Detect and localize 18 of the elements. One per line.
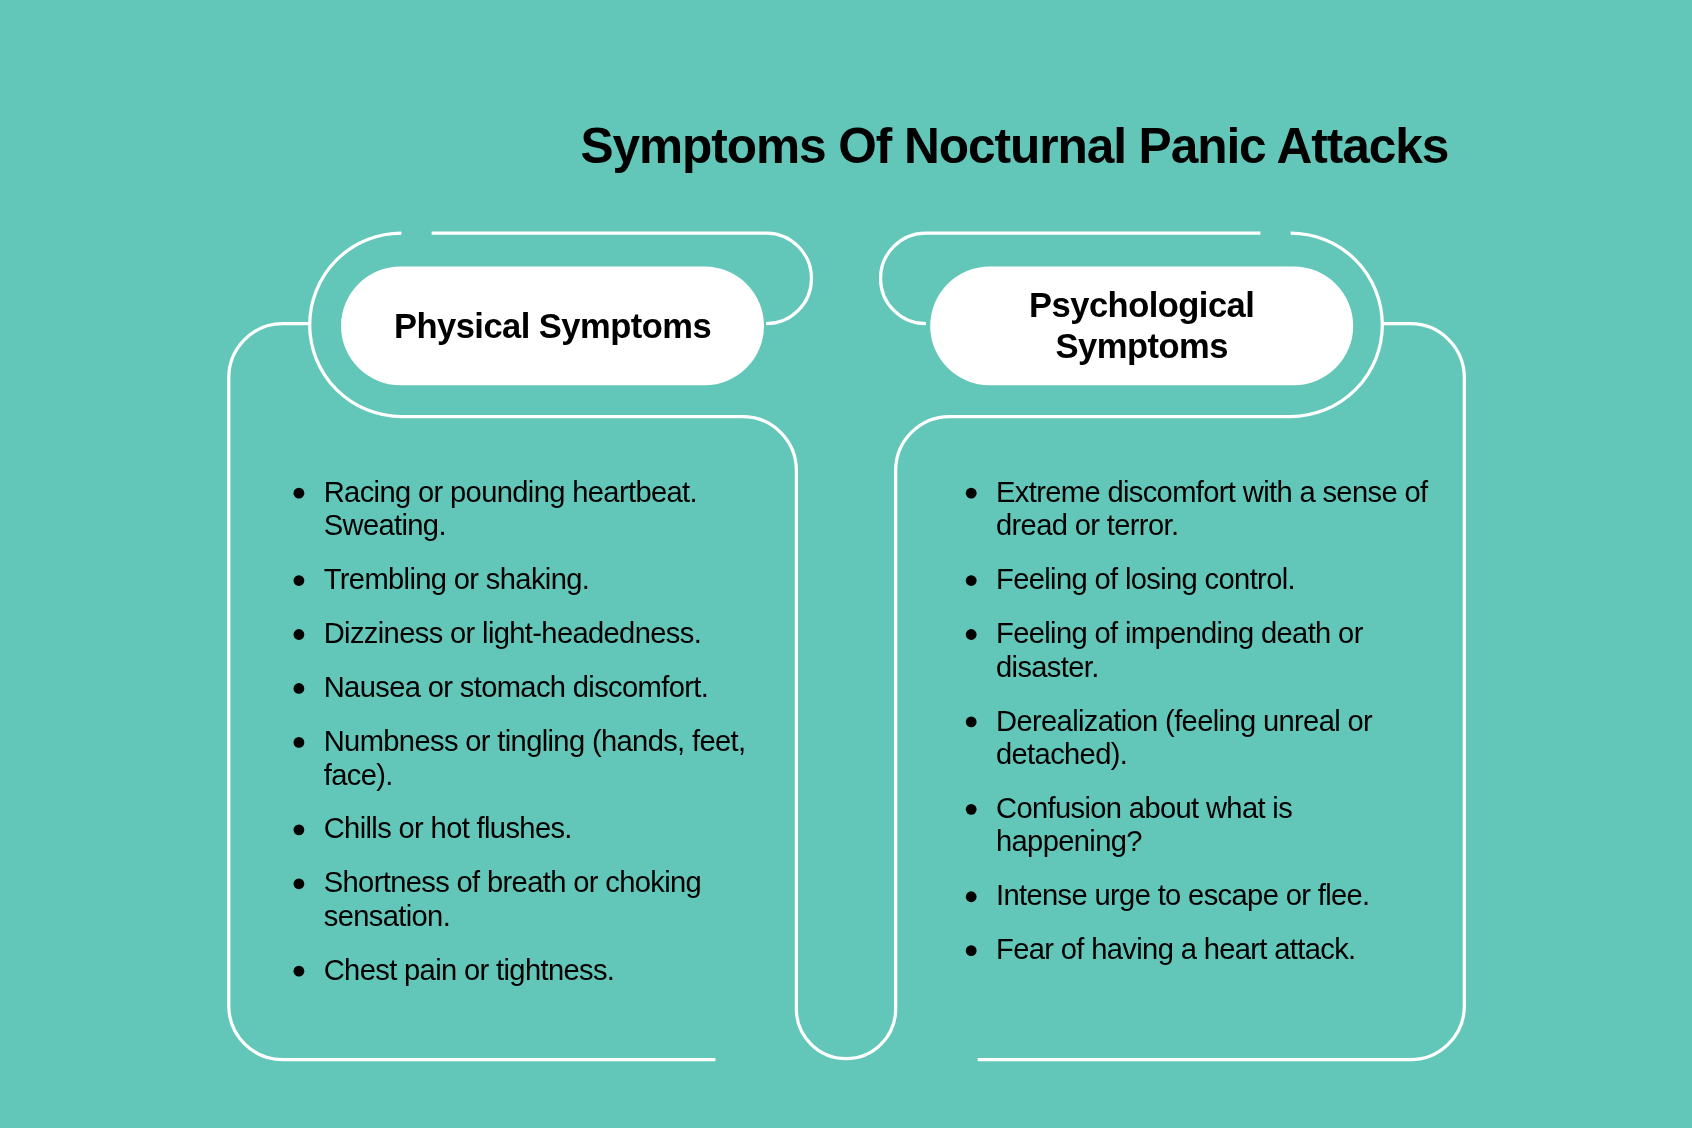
symptom-text: Fear of having a heart attack. <box>996 933 1357 967</box>
symptom-text: Racing or pounding heartbeat. Sweating. <box>323 475 698 543</box>
symptom-text: Dizziness or light-headedness. <box>323 617 703 651</box>
title: Symptoms Of Nocturnal Panic Attacks <box>579 116 1450 175</box>
symptom-text: Trembling or shaking. <box>323 563 591 597</box>
symptom-text: Feeling of impending death or disaster. <box>996 617 1364 685</box>
symptom-text: Confusion about what is happening? <box>996 792 1294 859</box>
symptom-text: Extreme discomfort with a sense of dread or terror. <box>996 475 1428 543</box>
symptom-text: Feeling of losing control. <box>996 563 1296 597</box>
symptom-text: Shortness of breath or choking sensation. <box>323 866 703 934</box>
symptom-text: Intense urge to escape or flee. <box>996 879 1371 913</box>
heading-text: Physical Symptoms <box>392 305 713 347</box>
symptom-text: Nausea or stomach discomfort. <box>323 671 710 705</box>
symptom-text: Chills or hot flushes. <box>323 812 573 846</box>
symptom-text: Numbness or tingling (hands, feet, face). <box>323 725 747 793</box>
heading-text: Psychological Symptoms <box>1028 284 1256 367</box>
symptom-text: Derealization (feeling unreal or detached). <box>996 704 1374 772</box>
symptom-text: Chest pain or tightness. <box>323 953 616 988</box>
